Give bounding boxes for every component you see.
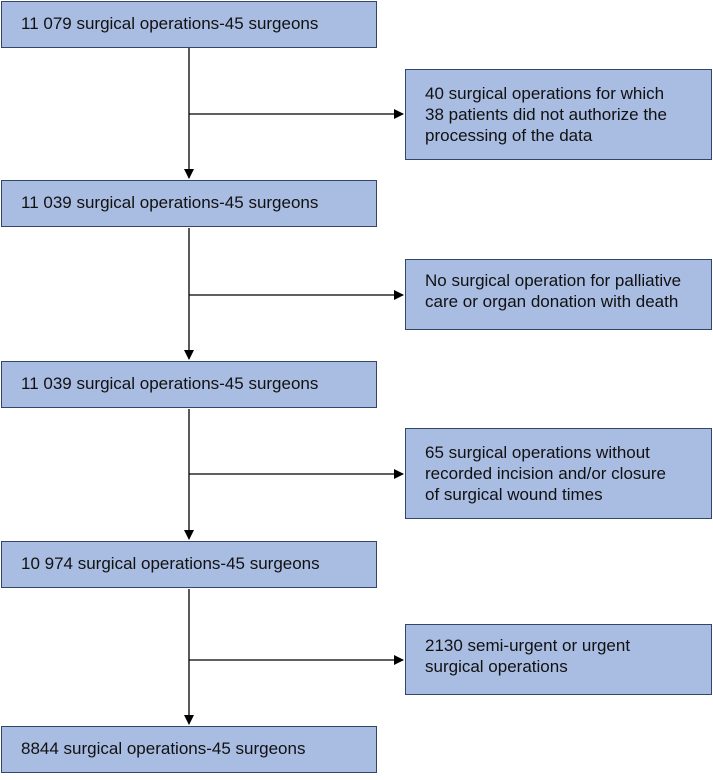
exclusion-box: 2130 semi-urgent or urgent surgical oper… bbox=[405, 624, 712, 695]
exclusion-text-line: surgical operations bbox=[425, 657, 568, 676]
exclusion-text-line: care or organ donation with death bbox=[425, 292, 679, 311]
exclusion-box: No surgical operation for palliative car… bbox=[405, 259, 712, 330]
flow-step-box: 11 039 surgical operations-45 surgeons bbox=[1, 180, 377, 227]
exclusion-text-line: No surgical operation for palliative bbox=[425, 271, 682, 290]
exclusion-text-line: 40 surgical operations for which bbox=[425, 84, 665, 103]
exclusion-box: 65 surgical operations without recorded … bbox=[405, 428, 712, 519]
exclusion-text-line: processing of the data bbox=[425, 126, 593, 145]
flow-step-box: 10 974 surgical operations-45 surgeons bbox=[1, 541, 377, 588]
exclusion-text-line: 2130 semi-urgent or urgent bbox=[425, 636, 631, 655]
final-cohort-box: 8844 surgical operations-45 surgeons bbox=[1, 726, 377, 773]
flow-step-label: 11 039 surgical operations-45 surgeons bbox=[21, 193, 319, 212]
flow-step-label: 11 039 surgical operations-45 surgeons bbox=[21, 374, 319, 393]
exclusion-box: 40 surgical operations for which 38 pati… bbox=[405, 69, 712, 160]
final-cohort-label: 8844 surgical operations-45 surgeons bbox=[21, 739, 306, 758]
exclusion-text-line: 38 patients did not authorize the bbox=[425, 105, 667, 124]
flow-step-label: 10 974 surgical operations-45 surgeons bbox=[21, 554, 320, 573]
flow-step-box: 11 039 surgical operations-45 surgeons bbox=[1, 361, 377, 408]
exclusion-text-line: 65 surgical operations without bbox=[425, 443, 650, 462]
flow-step-box: 11 079 surgical operations-45 surgeons bbox=[1, 1, 377, 48]
exclusion-text-line: of surgical wound times bbox=[425, 485, 603, 504]
flow-step-label: 11 079 surgical operations-45 surgeons bbox=[21, 14, 319, 33]
exclusion-text-line: recorded incision and/or closure bbox=[425, 464, 666, 483]
